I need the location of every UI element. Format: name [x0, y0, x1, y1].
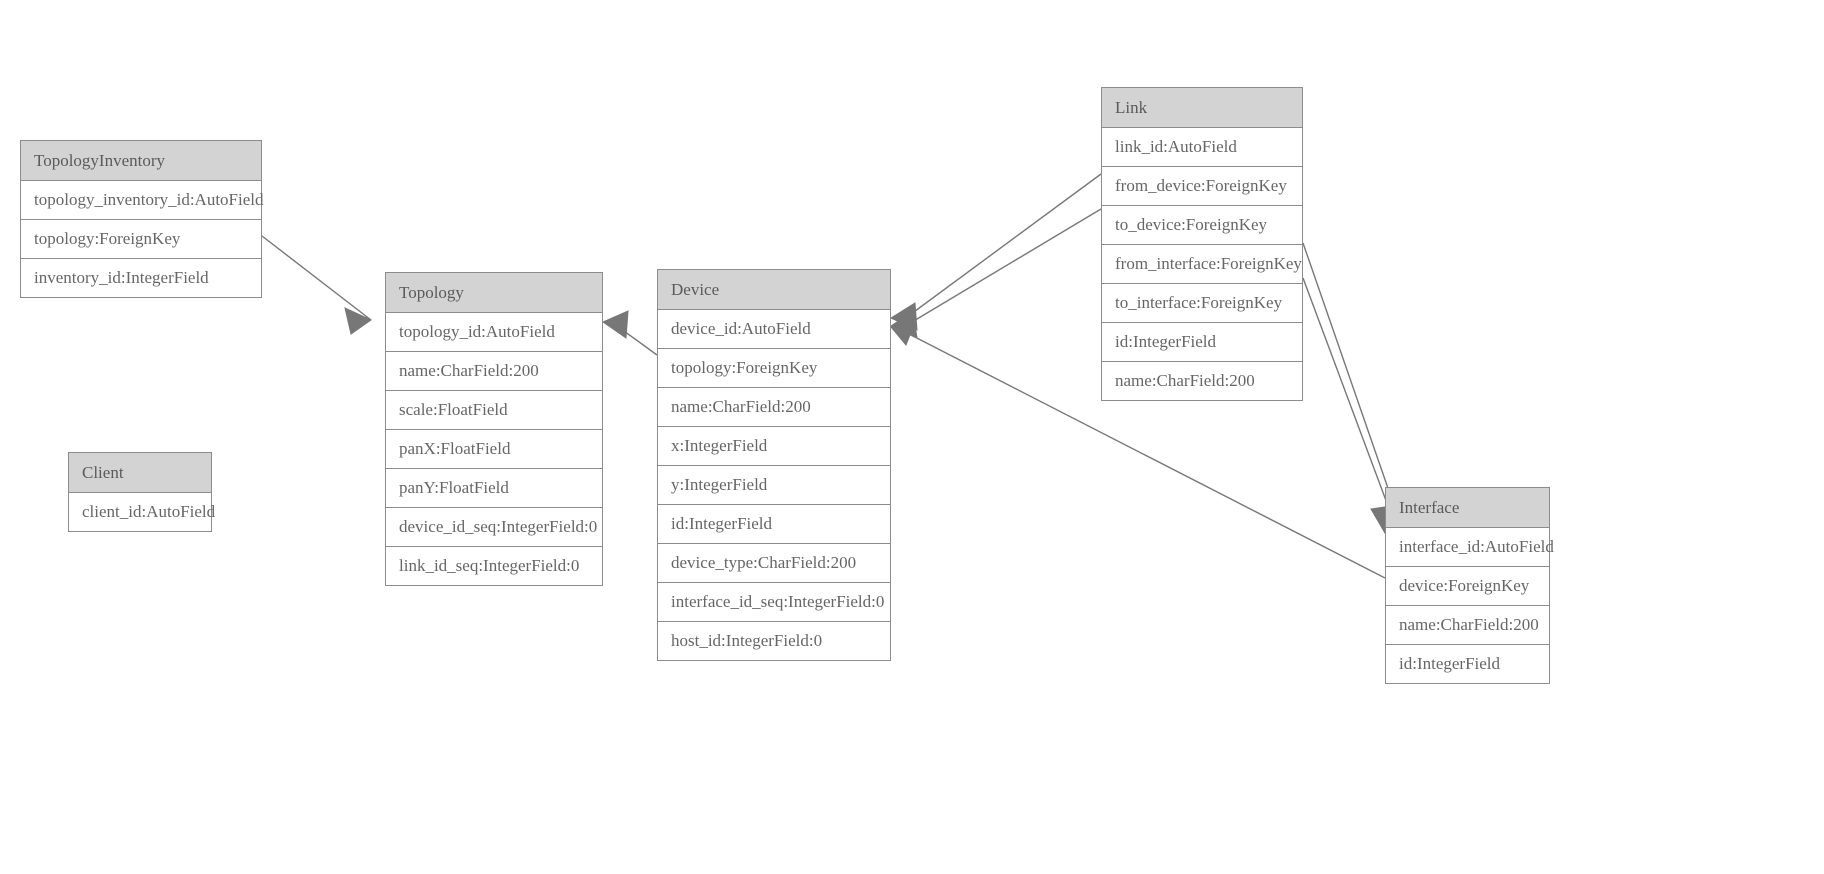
relationship-line: [1302, 277, 1395, 523]
relationship-link-to-interface-to-interface: [1302, 277, 1399, 535]
relationship-line: [1302, 242, 1400, 521]
field-row[interactable]: link_id_seq:IntegerField:0: [386, 547, 602, 585]
field-row[interactable]: inventory_id:IntegerField: [21, 259, 261, 297]
field-row[interactable]: device_id_seq:IntegerField:0: [386, 508, 602, 547]
entity-title-interface: Interface: [1386, 488, 1549, 528]
relationship-device-to-topology: [601, 310, 658, 356]
relationship-topologyinventory-to-topology: [261, 235, 372, 335]
relationship-link-from-device-to-device: [889, 173, 1102, 331]
field-row[interactable]: y:IntegerField: [658, 466, 890, 505]
entity-title-topology: Topology: [386, 273, 602, 313]
field-row[interactable]: device:ForeignKey: [1386, 567, 1549, 606]
field-row[interactable]: to_interface:ForeignKey: [1102, 284, 1302, 323]
relationship-arrowhead-icon: [890, 318, 917, 346]
relationship-line: [616, 325, 658, 356]
relationship-arrowhead-icon: [601, 310, 629, 339]
field-row[interactable]: name:CharField:200: [1102, 362, 1302, 400]
field-row[interactable]: topology:ForeignKey: [21, 220, 261, 259]
entity-title-client: Client: [69, 453, 211, 493]
field-row[interactable]: from_interface:ForeignKey: [1102, 245, 1302, 284]
field-row[interactable]: name:CharField:200: [1386, 606, 1549, 645]
entity-title-topology_inventory: TopologyInventory: [21, 141, 261, 181]
field-row[interactable]: interface_id:AutoField: [1386, 528, 1554, 567]
relationship-line: [906, 173, 1102, 318]
relationship-arrowhead-icon: [344, 307, 372, 335]
field-row[interactable]: host_id:IntegerField:0: [658, 622, 890, 660]
field-row[interactable]: x:IntegerField: [658, 427, 890, 466]
entity-title-device: Device: [658, 270, 890, 310]
field-row[interactable]: id:IntegerField: [1386, 645, 1549, 683]
field-row[interactable]: topology:ForeignKey: [658, 349, 890, 388]
entity-fields-client: client_id:AutoField: [69, 493, 215, 531]
field-row[interactable]: id:IntegerField: [1102, 323, 1302, 362]
relationship-arrowhead-icon: [889, 302, 918, 331]
field-row[interactable]: link_id:AutoField: [1102, 128, 1302, 167]
field-row[interactable]: interface_id_seq:IntegerField:0: [658, 583, 890, 622]
relationship-link-to-device-to-device: [889, 208, 1102, 339]
field-row[interactable]: from_device:ForeignKey: [1102, 167, 1302, 206]
field-row[interactable]: client_id:AutoField: [69, 493, 215, 531]
relationship-line: [261, 235, 372, 321]
relationship-arrowhead-icon: [889, 310, 918, 339]
relationship-line: [906, 208, 1102, 326]
field-row[interactable]: name:CharField:200: [386, 352, 602, 391]
field-row[interactable]: device_id:AutoField: [658, 310, 890, 349]
field-row[interactable]: panX:FloatField: [386, 430, 602, 469]
field-row[interactable]: name:CharField:200: [658, 388, 890, 427]
entity-title-link: Link: [1102, 88, 1302, 128]
field-row[interactable]: scale:FloatField: [386, 391, 602, 430]
field-row[interactable]: device_type:CharField:200: [658, 544, 890, 583]
field-row[interactable]: topology_inventory_id:AutoField: [21, 181, 264, 220]
field-row[interactable]: to_device:ForeignKey: [1102, 206, 1302, 245]
field-row[interactable]: id:IntegerField: [658, 505, 890, 544]
field-row[interactable]: panY:FloatField: [386, 469, 602, 508]
field-row[interactable]: topology_id:AutoField: [386, 313, 602, 352]
